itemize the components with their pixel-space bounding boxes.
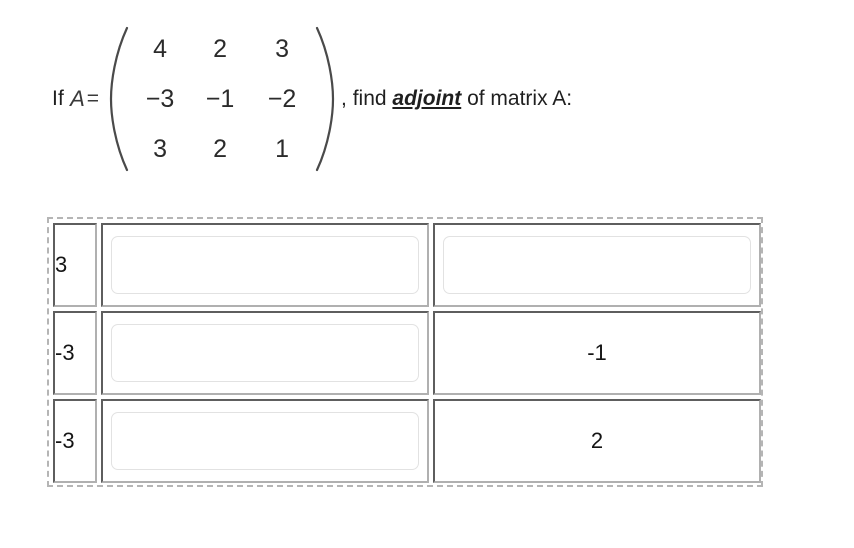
matrix-cell-r3c2: 2 <box>213 134 227 163</box>
answer-input-r3c2[interactable] <box>111 412 419 470</box>
equals-sign: = <box>86 87 100 110</box>
question-tail-after: of matrix A: <box>461 87 573 110</box>
question-keyword-adjoint: adjoint <box>392 87 462 110</box>
matrix-right-parenthesis <box>313 24 339 174</box>
answer-input-r1c2[interactable] <box>111 236 419 294</box>
question-tail: , find adjoint of matrix A: <box>341 87 572 111</box>
matrix-cell-r2c2: −1 <box>205 84 235 113</box>
matrix-variable-label: A <box>70 86 85 111</box>
question-lead-text: If <box>52 87 65 110</box>
answer-input-r2c2[interactable] <box>111 324 419 382</box>
answer-cell-r3c3: 2 <box>433 399 761 483</box>
row-label-cell-3: -3 <box>53 399 97 483</box>
answer-table: 3 -3 -1 -3 2 <box>49 219 765 487</box>
matrix-grid: 4 2 3 −3 −1 −2 3 2 1 <box>131 24 313 174</box>
answer-table-body: 3 -3 -1 -3 2 <box>53 223 761 483</box>
matrix-cell-r1c2: 2 <box>213 34 227 63</box>
question-tail-before: , find <box>341 87 393 110</box>
answer-cell-r1c3[interactable] <box>433 223 761 307</box>
question-line: If A = 4 2 3 −3 −1 −2 3 2 1 <box>52 18 572 180</box>
question-area: If A = 4 2 3 −3 −1 −2 3 2 1 <box>0 0 854 200</box>
matrix-cell-r1c1: 4 <box>153 34 167 63</box>
matrix-cell-r2c1: −3 <box>145 84 175 113</box>
answer-cell-r2c3: -1 <box>433 311 761 395</box>
answer-cell-r2c2[interactable] <box>101 311 429 395</box>
matrix-cell-r3c3: 1 <box>275 134 289 163</box>
answer-table-container: 3 -3 -1 -3 2 <box>47 217 763 487</box>
table-row: -3 2 <box>53 399 761 483</box>
matrix-A: 4 2 3 −3 −1 −2 3 2 1 <box>105 24 339 174</box>
table-row: 3 <box>53 223 761 307</box>
matrix-cell-r2c3: −2 <box>267 84 297 113</box>
matrix-cell-r1c3: 3 <box>275 34 289 63</box>
answer-input-r1c3[interactable] <box>443 236 751 294</box>
matrix-cell-r3c1: 3 <box>153 134 167 163</box>
answer-cell-r3c2[interactable] <box>101 399 429 483</box>
answer-cell-r1c2[interactable] <box>101 223 429 307</box>
table-row: -3 -1 <box>53 311 761 395</box>
matrix-left-parenthesis <box>105 24 131 174</box>
row-label-cell-2: -3 <box>53 311 97 395</box>
row-label-cell-1: 3 <box>53 223 97 307</box>
